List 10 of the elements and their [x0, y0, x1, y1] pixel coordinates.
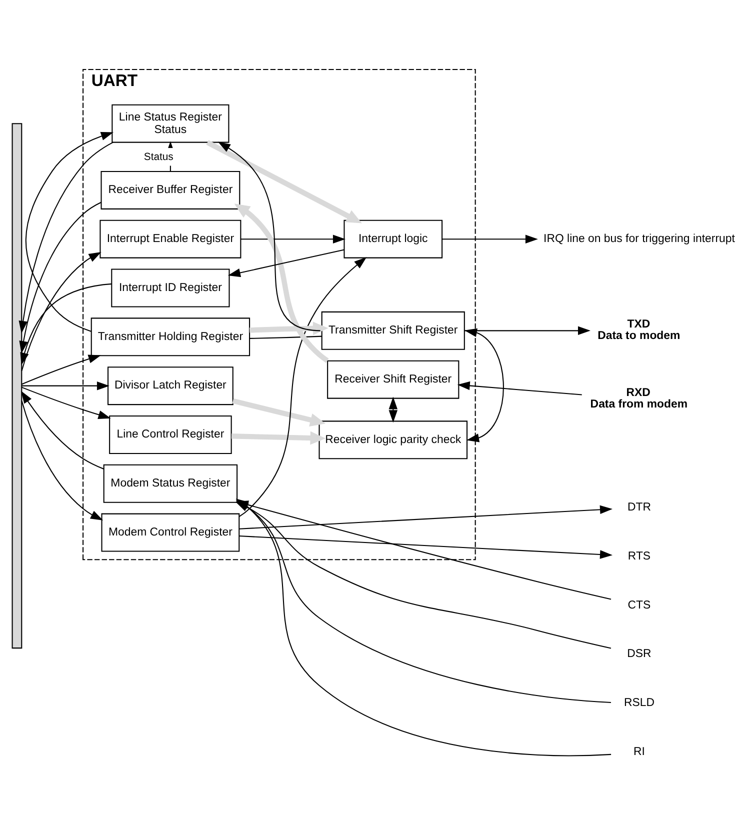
node-text: DSR: [627, 648, 652, 660]
node-text: TXD Data to modem: [598, 318, 680, 342]
edge-label: Status: [144, 152, 174, 164]
node-text: IRQ line on bus for triggering interrupt: [544, 233, 735, 246]
node-text: RXD Data from modem: [590, 387, 688, 410]
node-text: RSLD: [624, 697, 654, 710]
node-text: CTS: [628, 599, 651, 612]
node-text: DTR: [627, 501, 651, 514]
node-text: RTS: [628, 550, 651, 562]
node-text: RI: [634, 746, 645, 758]
